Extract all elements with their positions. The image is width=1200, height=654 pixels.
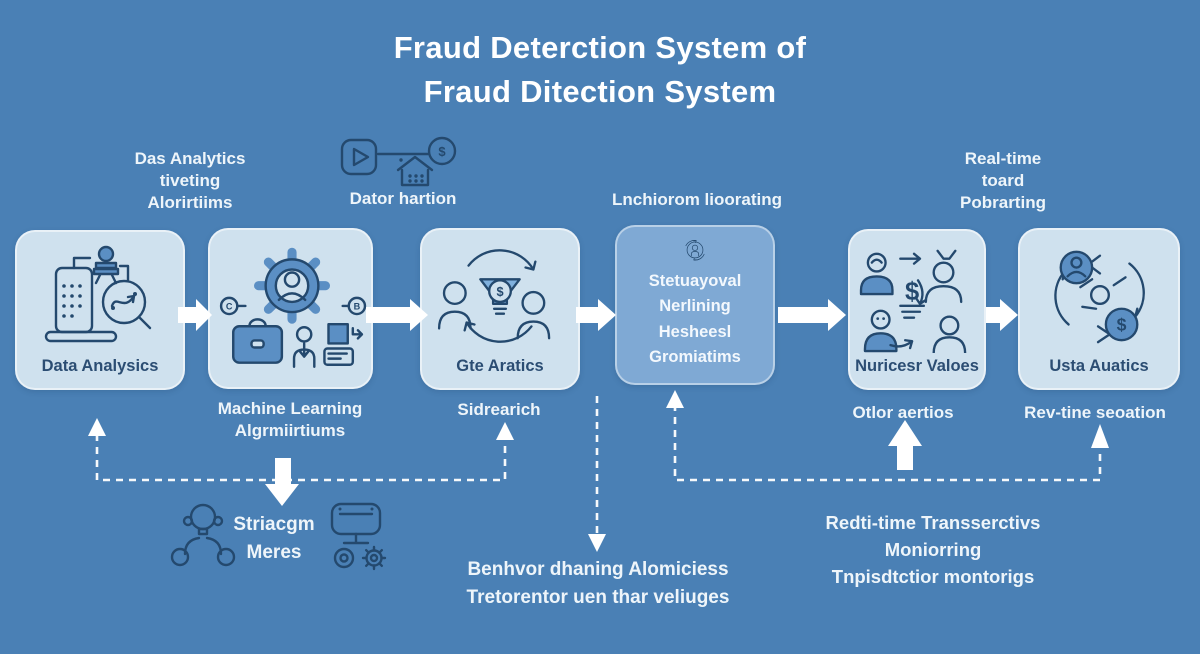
play-icon xyxy=(352,147,370,167)
lock-shackle-icon xyxy=(247,317,267,327)
badge-c-glyph: C xyxy=(225,301,232,311)
title-line-1: Fraud Deterction System of xyxy=(393,30,807,65)
top-label-left-line3: Alorirtiims xyxy=(147,192,233,212)
arrow-box2-box3 xyxy=(366,307,410,323)
caption-line: Machine Learning xyxy=(217,399,363,418)
bottom-center-line1: Benhvor dhaning Alomiciess xyxy=(467,559,729,580)
arrow-box5-box6 xyxy=(986,307,1000,323)
caption-otlor: Otlor aertios xyxy=(852,403,954,422)
dollar-glyph: $ xyxy=(1117,314,1127,334)
bottom-right-line3: Tnpisdtctior montorigs xyxy=(831,565,1035,587)
page-title: Fraud Deterction System of Fraud Ditecti… xyxy=(0,26,1200,114)
machine-learning-icon: C B xyxy=(219,247,366,368)
caption-machine-learning: Machine Learning Algrmiirtiums xyxy=(195,398,385,442)
bottom-label-right: Redti-time Transserctivs Moniorring Tnpi… xyxy=(805,510,1061,590)
house-icon xyxy=(396,155,434,172)
caption-rev-tine: Rev-tine seoation xyxy=(1024,403,1166,422)
dollar-glyph: $ xyxy=(438,144,446,159)
bottom-right-line2: Moniorring xyxy=(884,538,982,560)
flow-box-label: Nuricesr Valoes xyxy=(855,357,979,375)
flow-box-label: Gte Aratics xyxy=(456,357,544,375)
flow-box-usta: $ Usta Auatics xyxy=(1018,228,1180,390)
top-label-left: Das Analytics tiveting Alorirtiims xyxy=(110,148,270,213)
flow-box-nuricesr: $ Nuricesr Valoes xyxy=(848,229,986,390)
dollar-circle-icon xyxy=(427,136,457,166)
exchange-people-icon: $ xyxy=(437,249,551,343)
flow-arrows-right xyxy=(178,299,1018,331)
dollar-glyph: $ xyxy=(496,284,503,299)
bottom-label-left: Striacgm Meres xyxy=(228,511,320,566)
flow-box-gte-aratics: $ Gte Aratics xyxy=(420,228,580,390)
data-analytics-icon xyxy=(44,245,152,343)
top-label-right-line2: toard xyxy=(981,170,1025,190)
badge-b-glyph: B xyxy=(353,301,360,311)
bottom-label-center: Benhvor dhaning Alomiciess Tretorentor u… xyxy=(420,556,776,611)
top-label-right-line1: Real-time xyxy=(964,149,1042,168)
top-label-left-line1: Das Analytics xyxy=(134,149,246,168)
central-box-line2: Nerlining Hesheesl xyxy=(658,297,732,341)
flow-box-data-analytics: Data Analysics xyxy=(15,230,185,390)
dashed-path-left xyxy=(95,434,507,482)
person-cycle-icon xyxy=(685,240,705,261)
top-label-right: Real-time toard Pobrarting xyxy=(928,148,1078,213)
dollar-circle-icon xyxy=(1104,307,1139,342)
solid-vertical-arrows xyxy=(265,420,922,506)
caption-sidrearich: Sidrearich xyxy=(457,400,541,419)
flow-box-central: Stetuayoval Nerlining Hesheesl Gromiatim… xyxy=(615,225,775,385)
cycle-dollar-person-icon: $ xyxy=(1054,250,1145,344)
caption-line: Algrmiirtiums xyxy=(234,421,346,441)
flow-box-label: Data Analysics xyxy=(41,357,159,375)
central-box-line1: Stetuayoval xyxy=(648,271,742,290)
magnifier-icon xyxy=(101,279,147,325)
top-label-left-line2: tiveting xyxy=(159,170,221,190)
arrow-down-striacgm xyxy=(275,458,291,484)
bottom-center-line2: Tretorentor uen thar veliuges xyxy=(466,586,730,608)
central-box-line3: Gromiatims xyxy=(649,348,741,367)
arrow-box3-box4 xyxy=(576,307,598,323)
arrow-up-otlor xyxy=(897,446,913,470)
flow-box-label: Usta Auatics xyxy=(1049,357,1149,375)
bottom-left-line1: Striacgm xyxy=(233,514,315,535)
arrow-box1-box2 xyxy=(178,307,196,323)
title-line-2: Fraud Ditection System xyxy=(423,74,777,110)
dollar-glyph: $ xyxy=(905,278,919,306)
person-hierarchy-icon xyxy=(170,503,236,567)
monitor-gears-icon xyxy=(330,502,387,571)
top-label-right-line3: Pobrarting xyxy=(960,192,1046,212)
dashed-connectors xyxy=(88,390,1109,552)
top-label-center: Lnchiorom lioorating xyxy=(612,190,782,209)
bottom-left-line2: Meres xyxy=(246,541,302,563)
central-box-text: Stetuayoval Nerlining Hesheesl Gromiatim… xyxy=(623,269,767,371)
bottom-right-line1: Redti-time Transserctivs xyxy=(825,512,1041,533)
top-label-dator: Dator hartion xyxy=(349,189,457,208)
arrow-box4-box5 xyxy=(778,307,828,323)
media-house-dollar-icon: $ xyxy=(340,136,457,187)
people-transactions-icon: $ xyxy=(859,249,967,353)
dashed-path-right xyxy=(673,404,1102,482)
